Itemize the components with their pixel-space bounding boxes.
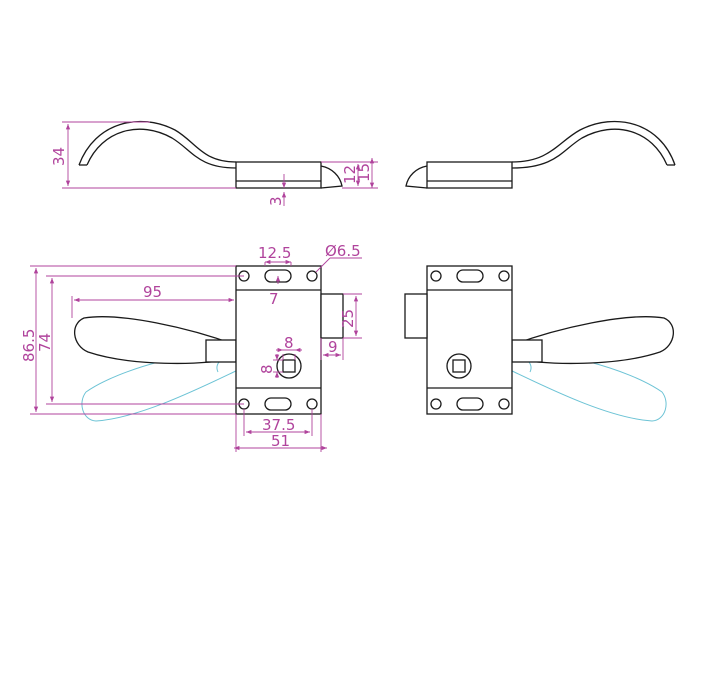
front-view-left: [74, 265, 344, 422]
front-view-right: [404, 265, 674, 422]
dim-hole-spacing-h: 37.5: [262, 416, 295, 434]
dim-slot-offset: 7: [269, 290, 279, 308]
dimensions-top: 34 12 15 3: [50, 121, 378, 206]
side-view-left: [78, 120, 343, 189]
dim-slot-width: 12.5: [258, 244, 291, 262]
dim-hole-diameter: Ø6.5: [325, 242, 361, 260]
side-view-right: [405, 120, 676, 189]
dim-spindle-height: 8: [258, 364, 276, 374]
dimensions-front: 12.5 Ø6.5 7 95 86.5 74 25 9: [20, 242, 362, 452]
dim-top-small: 3: [267, 196, 285, 206]
dim-total-height: 86.5: [20, 329, 38, 362]
dim-spindle-width: 8: [284, 334, 294, 352]
dim-plate-width: 51: [271, 432, 290, 450]
dim-bolt-protrusion: 9: [328, 338, 338, 356]
dim-top-thickness-a: 12: [341, 165, 359, 184]
dim-hole-spacing-v: 74: [36, 333, 54, 352]
dim-top-height: 34: [50, 147, 68, 166]
dim-top-thickness-b: 15: [355, 163, 373, 182]
dim-bolt-height: 25: [339, 309, 357, 328]
dim-handle-length: 95: [143, 283, 162, 301]
